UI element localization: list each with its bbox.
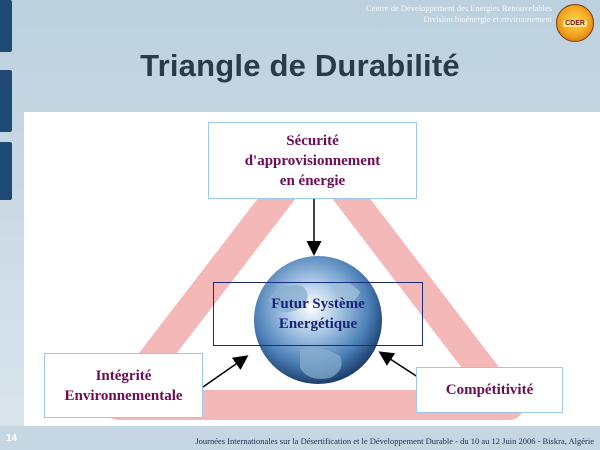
environmental-integrity-line: Environnementale [64,387,183,404]
future-energy-system-box: Futur Système Energétique [213,282,423,346]
left-accent-bar [0,70,12,132]
logo-text: CDER [563,19,587,27]
slide-title: Triangle de Durabilité [140,48,460,83]
energy-security-line: d'approvisionnement [244,152,381,169]
future-system-line: Energétique [278,316,358,332]
competitiveness-label: Compétitivité [445,382,534,398]
left-accent-bar [0,142,12,200]
environmental-integrity-box: Intégrité Environnementale [44,353,203,418]
organization-division: Division bioénergie et environnement [423,14,553,24]
page-number: 14 [6,433,18,444]
cder-logo-icon: CDER [556,4,594,42]
organization-name: Centre de Développement des Energies Ren… [365,3,552,13]
environmental-integrity-line: Intégrité [95,367,152,384]
future-system-line: Futur Système [271,296,365,312]
energy-security-line: Sécurité [286,132,339,149]
sustainability-triangle [103,135,524,420]
competitiveness-box: Compétitivité [416,367,563,413]
footer-conference-text: Journées Internationales sur la Désertif… [195,436,594,446]
footer-bar [0,426,600,450]
organization-header: Centre de Développement des Energies Ren… [366,3,552,25]
arrow-left-to-center [202,355,249,388]
globe-icon [254,256,382,384]
energy-security-box: Sécurité d'approvisionnement en énergie [208,122,417,199]
left-accent-bar [0,0,12,52]
energy-security-line: en énergie [279,172,346,189]
